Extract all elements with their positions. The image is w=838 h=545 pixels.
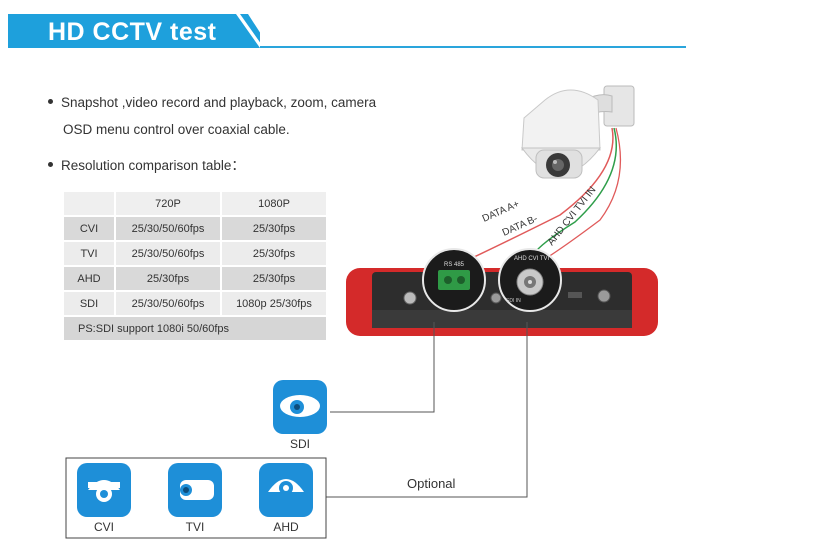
table-cell: 25/30/50/60fps bbox=[116, 292, 220, 315]
cvi-camera-icon bbox=[77, 463, 131, 517]
table-header-cell: 1080P bbox=[222, 192, 326, 215]
ahd-camera-label: AHD bbox=[273, 520, 299, 534]
bullet-dot bbox=[48, 98, 53, 104]
table-note-row: PS:SDI support 1080i 50/60fps bbox=[64, 317, 326, 340]
ahd-input-label: AHD CVI TVI IN bbox=[546, 185, 599, 248]
table-note: PS:SDI support 1080i 50/60fps bbox=[64, 317, 326, 340]
tvi-camera-label: TVI bbox=[185, 520, 205, 534]
table-header-cell bbox=[64, 192, 114, 215]
resolution-bullet: Resolution comparison table： bbox=[48, 152, 245, 179]
ahd-port-label: AHD CVI TVI bbox=[514, 256, 550, 262]
video-wire bbox=[539, 127, 622, 263]
feature-bullet: Snapshot ,video record and playback, zoo… bbox=[48, 89, 376, 116]
table-row: TVI 25/30/50/60fps 25/30fps bbox=[64, 242, 326, 265]
optional-connection-line bbox=[326, 322, 528, 498]
table-cell: 25/30fps bbox=[116, 267, 220, 290]
table-cell: AHD bbox=[64, 267, 114, 290]
feature-line-2: OSD menu control over coaxial cable. bbox=[63, 122, 290, 137]
table-cell: 25/30/50/60fps bbox=[116, 242, 220, 265]
table-row: SDI 25/30/50/60fps 1080p 25/30fps bbox=[64, 292, 326, 315]
feature-bullet-continued: OSD menu control over coaxial cable. bbox=[63, 116, 290, 143]
rs485-port: RS 485 bbox=[422, 248, 486, 312]
table-cell: 1080p 25/30fps bbox=[222, 292, 326, 315]
table-cell: 25/30fps bbox=[222, 267, 326, 290]
title-banner-shape bbox=[8, 14, 260, 48]
ptz-camera-icon bbox=[521, 85, 635, 179]
sdi-connection-line bbox=[330, 322, 435, 413]
optional-label: Optional bbox=[407, 476, 456, 491]
table-header-cell: 720P bbox=[116, 192, 220, 215]
ahd-bnc-port: AHD CVI TVI bbox=[498, 248, 562, 312]
rs485-label: RS 485 bbox=[444, 262, 465, 268]
table-cell: 25/30fps bbox=[222, 242, 326, 265]
sdi-port-label: SDI IN bbox=[506, 298, 521, 304]
table-cell: 25/30/50/60fps bbox=[116, 217, 220, 240]
resolution-heading: Resolution comparison table： bbox=[61, 158, 245, 173]
resolution-table: 720P 1080P CVI 25/30/50/60fps 25/30fps T… bbox=[62, 190, 328, 342]
table-cell: TVI bbox=[64, 242, 114, 265]
table-cell: 25/30fps bbox=[222, 217, 326, 240]
data-a-label: DATA A+ bbox=[481, 199, 522, 225]
sdi-camera-label: SDI bbox=[289, 437, 310, 451]
data-a-wire bbox=[471, 127, 614, 259]
table-row: AHD 25/30fps 25/30fps bbox=[64, 267, 326, 290]
tvi-camera-icon bbox=[168, 463, 222, 517]
page-title: HD CCTV test bbox=[48, 18, 217, 46]
bullet-dot bbox=[48, 161, 53, 167]
feature-line-1: Snapshot ,video record and playback, zoo… bbox=[61, 95, 377, 110]
title-underline bbox=[260, 46, 686, 48]
cvi-camera-label: CVI bbox=[93, 520, 114, 534]
section-title-banner: HD CCTV test bbox=[8, 14, 260, 48]
ahd-camera-icon bbox=[259, 463, 313, 517]
table-header-row: 720P 1080P bbox=[64, 192, 326, 215]
optional-cameras-frame bbox=[65, 457, 327, 539]
sdi-camera-icon bbox=[273, 380, 327, 434]
table-cell: SDI bbox=[64, 292, 114, 315]
table-row: CVI 25/30/50/60fps 25/30fps bbox=[64, 217, 326, 240]
table-cell: CVI bbox=[64, 217, 114, 240]
